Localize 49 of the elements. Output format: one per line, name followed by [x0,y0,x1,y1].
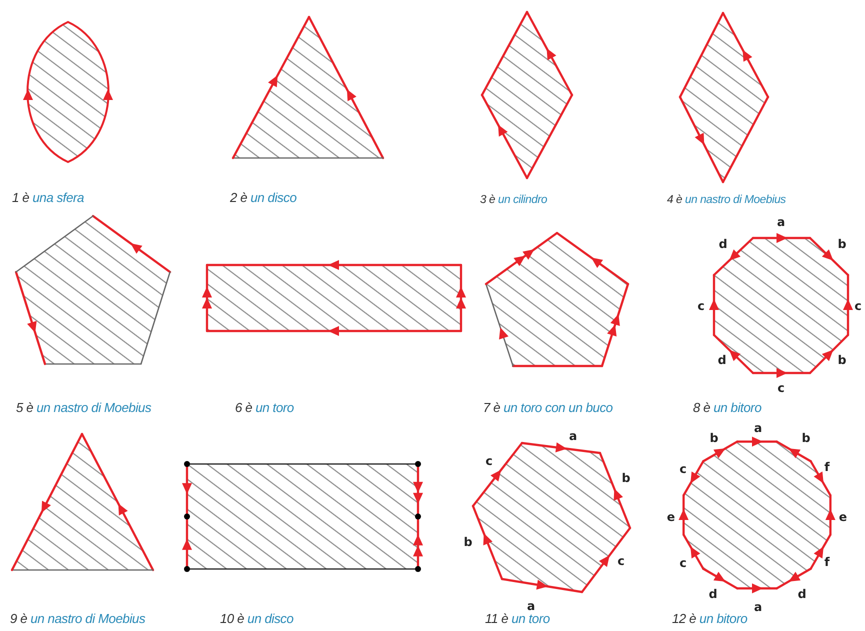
side-letter: e [838,511,848,523]
side-letter: d [718,238,728,250]
figure-caption: 6 è un toro [235,400,294,415]
side-letter: b [710,432,718,444]
figure-caption: 9 è un nastro di Moebius [10,611,146,626]
side-letter: f [824,461,830,473]
hatched-figure-drawing [232,16,384,160]
side-letter: d [798,588,806,600]
hatched-figure-drawing [182,461,423,572]
hatched-figure-drawing [202,260,466,336]
side-letter: b [464,536,472,548]
side-letter: a [754,422,762,434]
hatched-figure-drawing [709,233,853,378]
side-letter: a [526,600,536,612]
side-letter: b [802,432,810,444]
side-letter: c [679,557,687,569]
hatched-figure-drawing [678,12,770,184]
hatched-figure-drawing [472,442,632,594]
side-letter: c [777,382,785,394]
side-letter: c [485,455,493,467]
figure-caption: 7 è un toro con un buco [483,400,613,415]
side-letter: d [718,354,726,366]
side-letter: f [824,556,830,568]
side-letter: c [854,300,862,312]
side-letter: c [617,555,625,567]
figure-caption: 5 è un nastro di Moebius [16,400,152,415]
hatched-figure-drawing [484,232,630,368]
hatched-figure-drawing [14,214,172,366]
side-letter: c [697,300,705,312]
figure-caption: 4 è un nastro di Moebius [667,194,786,206]
hatched-figure-drawing [23,21,113,163]
side-letter: a [776,216,786,228]
figure-caption: 10 è un disco [220,611,294,626]
side-letter: b [622,472,630,484]
side-letter: a [568,430,578,442]
hatched-figure-drawing [10,432,154,572]
side-letter: e [666,511,676,523]
figure-caption: 12 è un bitoro [672,611,748,626]
side-letter: b [838,354,846,366]
hatched-figure-drawing [480,10,574,180]
side-letter: c [679,463,687,475]
figure-caption: 1 è una sfera [12,190,84,205]
side-letter: a [754,601,762,613]
figure-caption: 11 è un toro [485,611,550,626]
side-letter: b [838,238,846,250]
side-letter: d [708,588,718,600]
figure-caption: 3 è un cilindro [480,194,548,206]
figure-caption: 8 è un bitoro [693,400,762,415]
figure-caption: 2 è un disco [230,190,297,205]
